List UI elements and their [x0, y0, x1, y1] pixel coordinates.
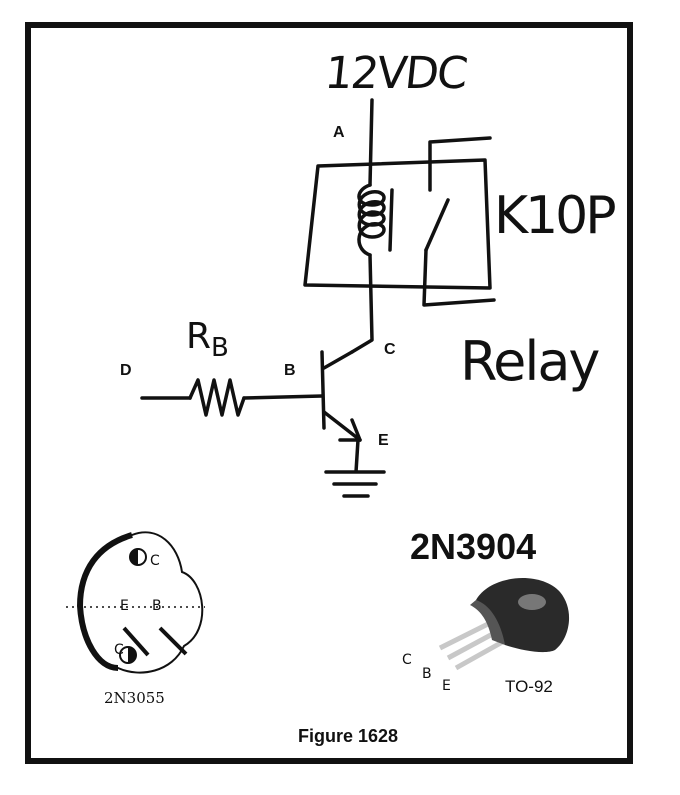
2n3904-pin-c: C	[402, 652, 412, 668]
relay-part-label: K10P	[494, 186, 617, 246]
node-b-label: B	[284, 362, 296, 379]
2n3055-pin-case: C	[114, 642, 124, 658]
figure-caption: Figure 1628	[298, 726, 399, 746]
node-e-label: E	[378, 432, 389, 449]
2n3055-name: 2N3055	[104, 689, 165, 707]
resistor-label: RB	[186, 316, 229, 364]
supply-voltage-label: 12VDC	[322, 48, 469, 99]
2n3904-pin-e: E	[442, 678, 451, 694]
npn-collector-leg	[322, 350, 354, 370]
collector-wire	[350, 253, 374, 354]
2n3904-pin-b: B	[422, 666, 432, 682]
2n3055-pin-c: C	[150, 553, 160, 569]
2n3055-pin-e: E	[120, 598, 129, 614]
npn-emitter-arrow	[338, 418, 362, 442]
2n3055-pin-b: B	[152, 598, 162, 614]
2n3904-name: 2N3904	[410, 526, 537, 567]
base-wire	[242, 394, 324, 400]
relay-coil-symbol	[357, 183, 386, 257]
2n3904-package: TO-92	[505, 677, 553, 696]
relay-box	[303, 158, 492, 290]
relay-switch-blade	[424, 198, 450, 252]
node-c-label: C	[384, 341, 396, 358]
supply-wire	[368, 98, 374, 187]
ground-symbol	[324, 438, 386, 498]
npn-emitter-leg	[322, 410, 362, 442]
node-a-label: A	[333, 124, 345, 141]
power-transistor-2n3055	[66, 531, 205, 674]
coil-bar	[388, 188, 394, 252]
relay-word-label: Relay	[460, 330, 600, 393]
resistor-zigzag	[188, 378, 246, 417]
to92-package	[438, 578, 570, 671]
relay-switch-lower	[422, 248, 496, 307]
relay-switch-symbol	[428, 136, 492, 192]
node-d-label: D	[120, 362, 132, 379]
npn-base-bar	[320, 350, 326, 430]
